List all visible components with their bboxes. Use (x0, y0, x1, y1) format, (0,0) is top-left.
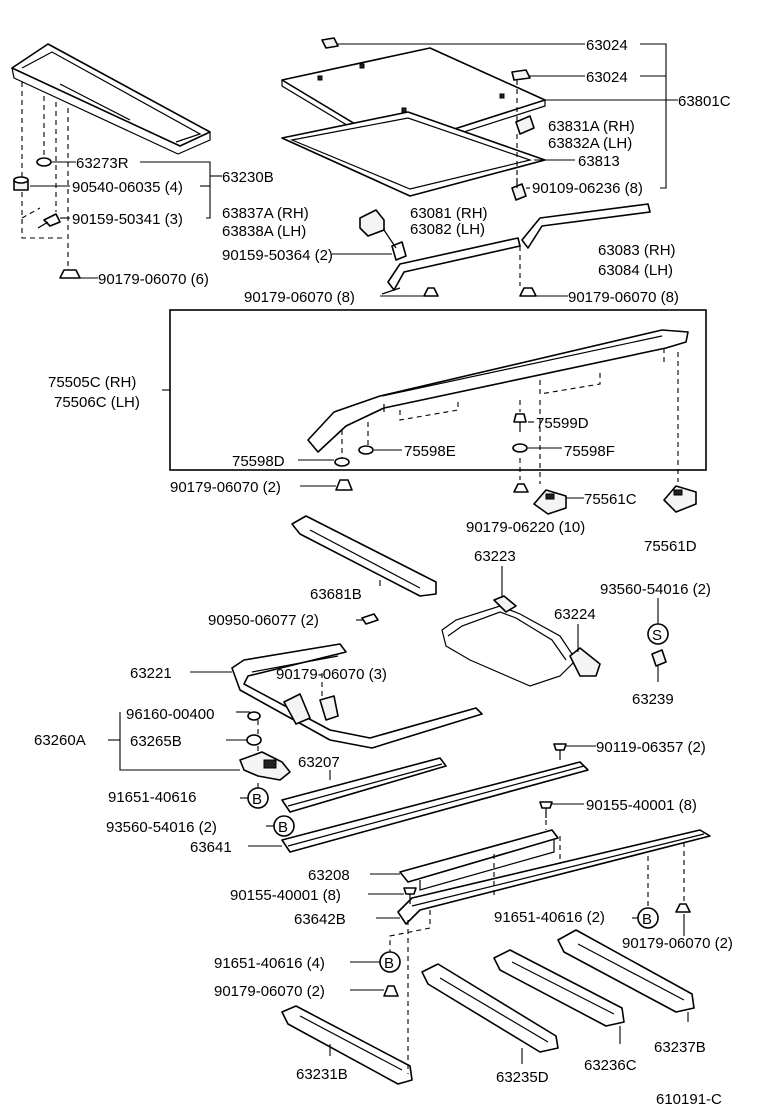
label-63223: 63223 (474, 548, 516, 565)
callout-b-siderail: B (632, 856, 659, 929)
label-93560-b: 93560-54016 (2) (106, 819, 217, 836)
bracket-63237b (557, 929, 695, 1013)
label-90119: 90119-06357 (2) (596, 739, 706, 756)
label-63260a: 63260A (34, 732, 86, 749)
label-63084: 63084 (LH) (598, 262, 673, 279)
label-63813: 63813 (578, 153, 620, 170)
label-63239: 63239 (632, 691, 674, 708)
drain-bracket (291, 515, 437, 597)
callout-b1: B (252, 791, 262, 808)
label-75561d: 75561D (644, 538, 697, 555)
label-63831a: 63831A (RH) (548, 118, 635, 135)
side-rail-screw (403, 887, 417, 904)
sunroof-motor (239, 711, 291, 781)
rail-cover-rear (519, 203, 651, 297)
label-63837a: 63837A (RH) (222, 205, 309, 222)
cable-bracket (569, 647, 601, 677)
label-63832a: 63832A (LH) (548, 135, 632, 152)
label-93560-a: 93560-54016 (2) (600, 581, 711, 598)
label-63801c: 63801C (678, 93, 731, 110)
sunroof-clip (321, 37, 531, 81)
label-63207: 63207 (298, 754, 340, 771)
label-75505c: 75505C (RH) (48, 374, 136, 391)
label-63024-a: 63024 (586, 37, 628, 54)
lower-nut (383, 985, 399, 997)
label-90155-a: 90155-40001 (8) (586, 797, 697, 814)
label-75598d: 75598D (232, 453, 285, 470)
guide-rail-lower (281, 761, 589, 853)
rail-nuts-and-caps (335, 479, 697, 515)
label-90179-g: 90179-06070 (2) (622, 935, 733, 952)
rail-screws (539, 743, 567, 818)
label-75598f: 75598F (564, 443, 615, 460)
label-90179-c: 90179-06070 (8) (568, 289, 679, 306)
drive-cable-frame (231, 643, 483, 749)
sunroof-screw-s: S (647, 598, 669, 682)
spoiler-fasteners (13, 157, 81, 279)
label-75506c: 75506C (LH) (54, 394, 140, 411)
label-90109: 90109-06236 (8) (532, 180, 643, 197)
label-63236c: 63236C (584, 1057, 637, 1074)
guide-rail-upper (281, 757, 447, 813)
rail-bracket-63208 (399, 829, 559, 891)
label-75561c: 75561C (584, 491, 637, 508)
label-63235d: 63235D (496, 1069, 549, 1086)
label-63024-b: 63024 (586, 69, 628, 86)
label-90179-h: 90179-06070 (2) (214, 983, 325, 1000)
side-rail-63642b (397, 829, 711, 925)
label-75598e: 75598E (404, 443, 456, 460)
label-63081: 63081 (RH) (410, 205, 488, 222)
bracket-63235d (421, 963, 559, 1053)
label-63642b: 63642B (294, 911, 346, 928)
drawing-number: 610191-C (656, 1091, 722, 1108)
label-63221: 63221 (130, 665, 172, 682)
label-63237b: 63237B (654, 1039, 706, 1056)
callout-b-rail: B (266, 815, 295, 837)
label-90159-a: 90159-50341 (3) (72, 211, 183, 228)
label-63208: 63208 (308, 867, 350, 884)
bracket-63236c (493, 949, 625, 1027)
label-91651-c: 91651-40616 (4) (214, 955, 325, 972)
glass-screw (511, 178, 527, 201)
bracket-63231b (281, 1005, 413, 1085)
cover-bracket (359, 209, 407, 261)
roof-rail (307, 329, 689, 453)
label-63641: 63641 (190, 839, 232, 856)
label-63838a: 63838A (LH) (222, 223, 306, 240)
label-90950: 90950-06077 (2) (208, 612, 319, 629)
label-90540: 90540-06035 (4) (72, 179, 183, 196)
rail-fasteners (334, 413, 528, 467)
label-91651-a: 91651-40616 (108, 789, 196, 806)
seal-washer (361, 613, 379, 625)
label-90155-b: 90155-40001 (8) (230, 887, 341, 904)
label-63681b: 63681B (310, 586, 362, 603)
label-90159-b: 90159-50364 (2) (222, 247, 333, 264)
label-63082: 63082 (LH) (410, 221, 485, 238)
callout-s: S (652, 627, 662, 644)
glass-weatherstrip-frame (281, 111, 546, 197)
label-63265b: 63265B (130, 733, 182, 750)
label-91651-b: 91651-40616 (2) (494, 909, 605, 926)
callout-b4: B (384, 955, 394, 972)
glass-bracket (515, 115, 535, 135)
label-63230b: 63230B (222, 169, 274, 186)
label-63224: 63224 (554, 606, 596, 623)
callout-b2: B (278, 819, 288, 836)
label-96160: 96160-00400 (126, 706, 214, 723)
label-90179-d: 90179-06070 (2) (170, 479, 281, 496)
label-63273r: 63273R (76, 155, 129, 172)
label-90179-b: 90179-06070 (8) (244, 289, 355, 306)
wind-deflector (11, 43, 211, 155)
label-90179-e: 90179-06220 (10) (466, 519, 585, 536)
label-63231b: 63231B (296, 1066, 348, 1083)
label-63083: 63083 (RH) (598, 242, 676, 259)
callout-b-lower: B (350, 951, 401, 973)
label-75599d: 75599D (536, 415, 589, 432)
callout-b3: B (642, 911, 652, 928)
side-rail-nut (675, 842, 691, 913)
callout-b-motor: B (240, 780, 269, 809)
label-90179-f: 90179-06070 (3) (276, 666, 387, 683)
label-90179-a: 90179-06070 (6) (98, 271, 209, 288)
